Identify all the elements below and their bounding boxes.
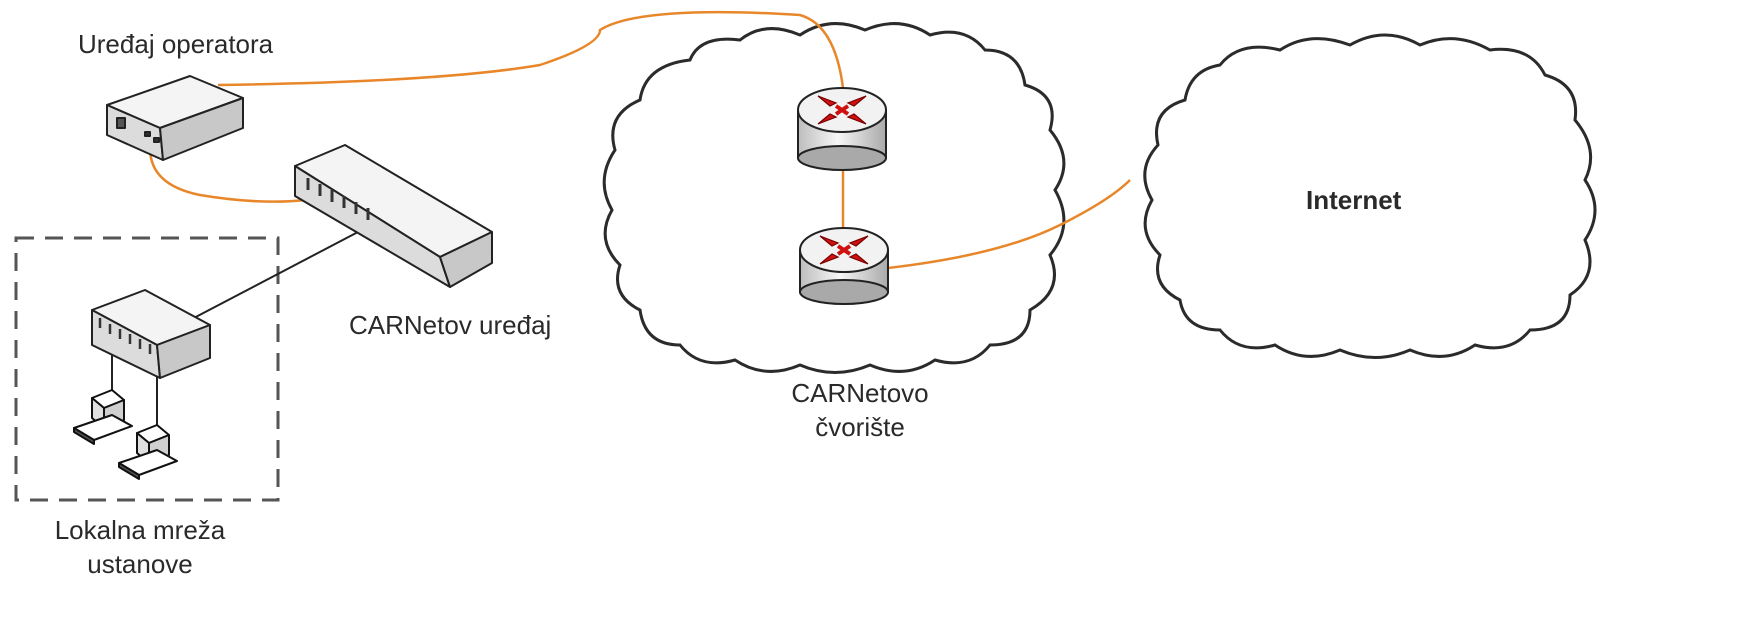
carnet-node-label-line1: CARNetovo <box>791 378 929 408</box>
copper-link-carnet-to-lan-switch <box>189 231 359 321</box>
router-bottom-icon <box>799 227 889 305</box>
fiber-link-router-to-internet <box>887 179 1131 270</box>
operator-device-icon <box>106 75 244 161</box>
operator-device-label: Uređaj operatora <box>78 29 274 59</box>
internet-label: Internet <box>1306 185 1402 215</box>
router-top-icon <box>797 87 887 171</box>
local-network-label-line2: ustanove <box>87 549 193 579</box>
carnet-device-label: CARNetov uređaj <box>349 310 552 340</box>
local-network-label: Lokalna mreža ustanove <box>40 513 240 581</box>
fiber-link-operator-to-carnet-device <box>148 147 306 203</box>
lan-switch-icon <box>91 289 211 379</box>
carnet-node-cloud <box>602 22 1066 374</box>
carnet-device-icon <box>294 144 493 288</box>
internet-cloud <box>1143 33 1597 359</box>
carnet-node-label: CARNetovo čvorište <box>760 376 960 444</box>
carnet-node-label-line2: čvorište <box>815 412 905 442</box>
lan-boundary <box>14 236 280 502</box>
local-network-label-line1: Lokalna mreža <box>54 515 226 545</box>
fiber-link-operator-to-router <box>217 10 845 89</box>
pc-2-icon <box>118 424 178 480</box>
pc-1-icon <box>73 389 133 445</box>
